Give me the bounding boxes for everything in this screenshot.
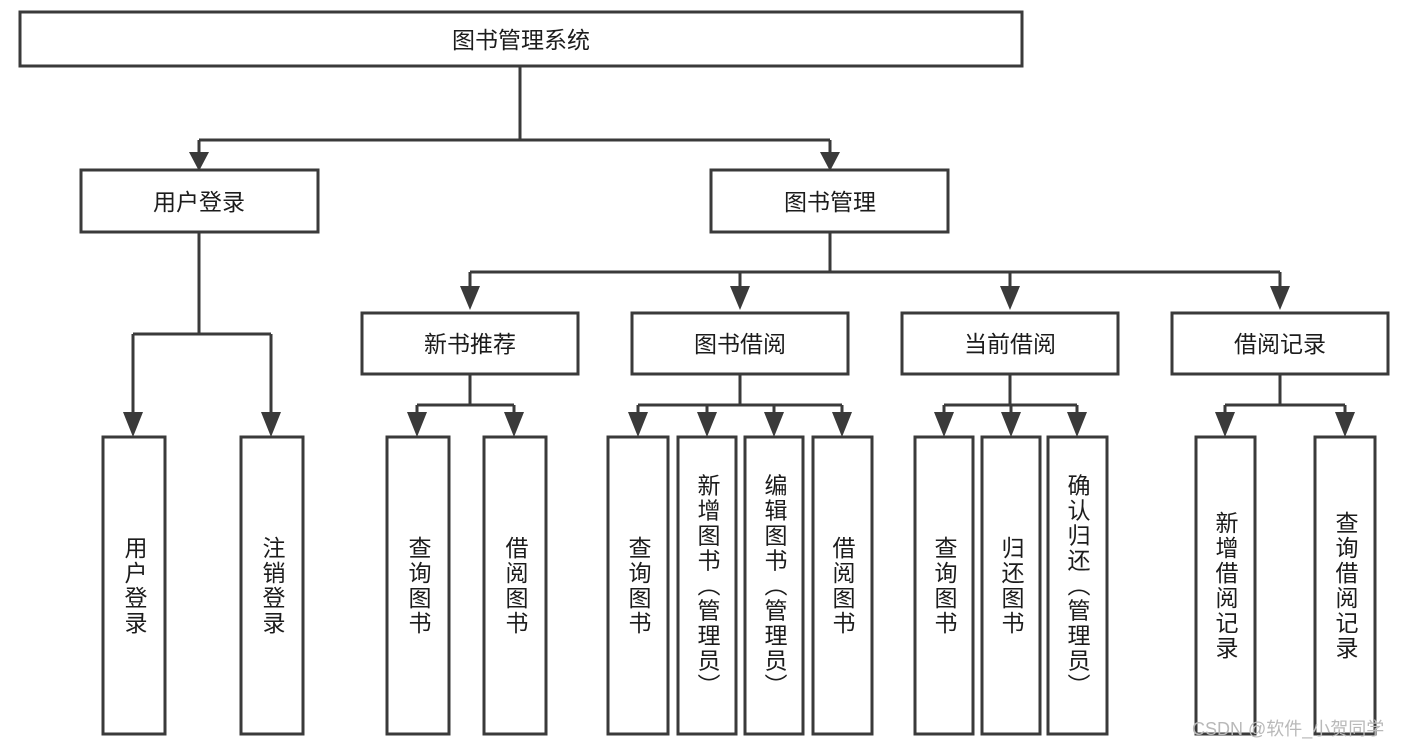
node-borrow-book-2-box[interactable]: [811, 435, 874, 736]
node-user-login-box[interactable]: [79, 168, 320, 234]
node-borrow-book-2[interactable]: 借阅图书: [811, 435, 874, 736]
arrow-to-new-book-rec: [460, 286, 480, 310]
node-book-manage-box[interactable]: [709, 168, 950, 234]
arrow-to-leaf-user-login: [123, 412, 143, 437]
node-leaf-user-login-box[interactable]: [101, 435, 167, 736]
arrow-to-query-book-3: [934, 412, 954, 437]
node-add-record-box[interactable]: [1194, 435, 1257, 736]
arrow-to-borrow-record: [1270, 286, 1290, 310]
node-root[interactable]: 图书管理系统: [18, 10, 1024, 68]
node-query-book-3[interactable]: 查询图书: [913, 435, 975, 736]
node-query-book-2-box[interactable]: [606, 435, 670, 736]
node-book-borrow-box[interactable]: [630, 311, 850, 376]
node-return-book-label: 归还图书: [998, 536, 1025, 636]
node-borrow-record[interactable]: 借阅记录: [1170, 311, 1390, 376]
node-add-book-box[interactable]: [676, 435, 738, 736]
node-confirm-return-box[interactable]: [1046, 435, 1109, 736]
node-confirm-return[interactable]: 确认归还（管理员）: [1046, 435, 1109, 736]
node-edit-book[interactable]: 编辑图书（管理员）: [743, 435, 805, 736]
node-query-book-1-box[interactable]: [385, 435, 451, 736]
arrow-to-edit-book: [764, 412, 784, 437]
arrow-to-return-book: [1001, 412, 1021, 437]
node-book-manage-label: 图书管理: [784, 189, 876, 215]
arrow-to-borrow-book-2: [832, 412, 852, 437]
watermark-label: CSDN @软件_小贺同学: [1192, 719, 1384, 740]
node-leaf-logout-box[interactable]: [239, 435, 305, 736]
node-add-book[interactable]: 新增图书（管理员）: [676, 435, 738, 736]
node-borrow-record-label: 借阅记录: [1234, 331, 1326, 357]
arrow-to-book-manage: [820, 152, 840, 171]
node-new-book-rec-label: 新书推荐: [424, 331, 516, 357]
node-book-borrow-label: 图书借阅: [694, 331, 786, 357]
node-borrow-book-1-label: 借阅图书: [502, 536, 529, 636]
node-query-book-3-label: 查询图书: [931, 536, 958, 636]
arrow-to-confirm-return: [1067, 412, 1087, 437]
node-edit-book-label: 编辑图书（管理员）: [761, 474, 788, 699]
node-borrow-record-box[interactable]: [1170, 311, 1390, 376]
node-leaf-logout-label: 注销登录: [259, 536, 286, 636]
node-root-label: 图书管理系统: [452, 27, 590, 53]
arrow-to-book-borrow: [730, 286, 750, 310]
arrow-to-query-book-1: [407, 412, 427, 437]
node-add-book-label: 新增图书（管理员）: [694, 474, 721, 699]
node-add-record-label: 新增借阅记录: [1212, 511, 1239, 661]
node-new-book-rec-box[interactable]: [360, 311, 580, 376]
node-book-borrow[interactable]: 图书借阅: [630, 311, 850, 376]
arrow-to-user-login: [189, 152, 209, 171]
node-return-book-box[interactable]: [980, 435, 1042, 736]
node-query-book-2[interactable]: 查询图书: [606, 435, 670, 736]
node-current-borrow-box[interactable]: [900, 311, 1120, 376]
node-query-book-1[interactable]: 查询图书: [385, 435, 451, 736]
node-add-record[interactable]: 新增借阅记录: [1194, 435, 1257, 736]
node-leaf-user-login-label: 用户登录: [121, 536, 148, 636]
node-query-book-2-label: 查询图书: [625, 536, 652, 636]
node-borrow-book-1-box[interactable]: [482, 435, 548, 736]
arrow-to-query-record: [1335, 412, 1355, 437]
node-confirm-return-label: 确认归还（管理员）: [1064, 474, 1091, 699]
arrow-to-current-borrow: [1000, 286, 1020, 310]
node-query-book-3-box[interactable]: [913, 435, 975, 736]
node-new-book-rec[interactable]: 新书推荐: [360, 311, 580, 376]
node-current-borrow[interactable]: 当前借阅: [900, 311, 1120, 376]
node-book-manage[interactable]: 图书管理: [709, 168, 950, 234]
node-borrow-book-1[interactable]: 借阅图书: [482, 435, 548, 736]
node-return-book[interactable]: 归还图书: [980, 435, 1042, 736]
node-user-login-label: 用户登录: [153, 189, 245, 215]
arrow-to-add-book: [697, 412, 717, 437]
node-leaf-user-login[interactable]: 用户登录: [101, 435, 167, 736]
arrow-to-query-book-2: [628, 412, 648, 437]
connector-layer: [123, 66, 1355, 437]
node-borrow-book-2-label: 借阅图书: [829, 536, 856, 636]
node-query-record[interactable]: 查询借阅记录: [1313, 435, 1377, 736]
node-query-book-1-label: 查询图书: [405, 536, 432, 636]
node-leaf-logout[interactable]: 注销登录: [239, 435, 305, 736]
node-query-record-label: 查询借阅记录: [1332, 511, 1359, 661]
node-edit-book-box[interactable]: [743, 435, 805, 736]
node-user-login[interactable]: 用户登录: [79, 168, 320, 234]
arrow-to-borrow-book-1: [504, 412, 524, 437]
node-root-box[interactable]: [18, 10, 1024, 68]
node-current-borrow-label: 当前借阅: [964, 331, 1056, 357]
arrow-to-leaf-logout: [261, 412, 281, 437]
arrow-to-add-record: [1215, 412, 1235, 437]
node-query-record-box[interactable]: [1313, 435, 1377, 736]
